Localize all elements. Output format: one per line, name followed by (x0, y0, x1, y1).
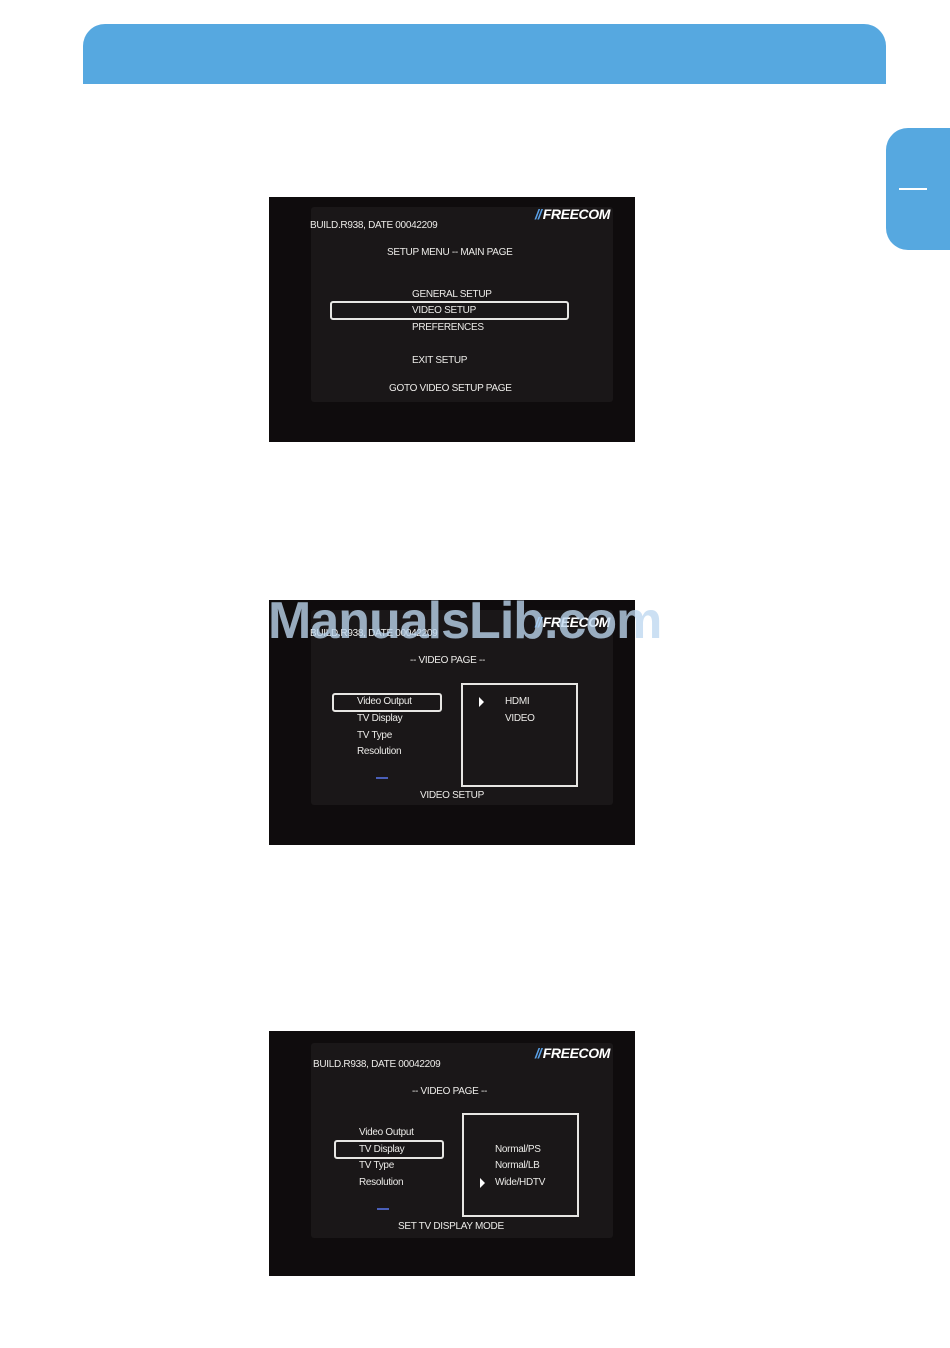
tv-screen-setup-main: BUILD.R938, DATE 00042209 //FREECOM SETU… (269, 197, 635, 442)
menu-item-tv-type[interactable]: TV Type (357, 730, 392, 741)
freecom-logo-icon: //FREECOM (535, 1045, 610, 1061)
chapter-tab-dash (899, 188, 927, 190)
watermark: ManualsLib.com (268, 592, 662, 650)
osd-status: VIDEO SETUP (420, 790, 484, 801)
freecom-logo-icon: //FREECOM (535, 614, 610, 630)
menu-selection-highlight (330, 301, 569, 320)
menu-item-resolution[interactable]: Resolution (359, 1177, 404, 1188)
menu-item-preferences[interactable]: PREFERENCES (412, 322, 484, 333)
menu-item-video-setup[interactable]: VIDEO SETUP (412, 305, 476, 316)
options-panel (462, 1113, 579, 1217)
selection-arrow-icon (479, 697, 484, 707)
osd-status: SET TV DISPLAY MODE (398, 1221, 504, 1232)
option-video[interactable]: VIDEO (505, 713, 535, 724)
build-info: BUILD.R938, DATE 00042209 (310, 628, 438, 639)
options-panel (461, 683, 578, 787)
menu-item-exit-setup[interactable]: EXIT SETUP (412, 355, 468, 366)
freecom-logo-icon: //FREECOM (535, 206, 610, 222)
osd-title: -- VIDEO PAGE -- (412, 1086, 488, 1097)
menu-item-tv-type[interactable]: TV Type (359, 1160, 394, 1171)
osd-title: -- VIDEO PAGE -- (410, 655, 486, 666)
tv-screen-video-output: BUILD.R938, DATE 00042209 //FREECOM -- V… (269, 600, 635, 845)
build-info: BUILD.R938, DATE 00042209 (313, 1059, 441, 1070)
cursor-dash (377, 1208, 389, 1210)
menu-selection-highlight (334, 1140, 444, 1159)
menu-item-tv-display[interactable]: TV Display (359, 1144, 405, 1155)
tv-screen-tv-display: BUILD.R938, DATE 00042209 //FREECOM -- V… (269, 1031, 635, 1276)
osd-title: SETUP MENU -- MAIN PAGE (387, 247, 513, 258)
menu-selection-highlight (332, 693, 442, 712)
menu-item-general-setup[interactable]: GENERAL SETUP (412, 289, 492, 300)
cursor-dash (376, 777, 388, 779)
menu-item-video-output[interactable]: Video Output (357, 696, 412, 707)
osd-panel (311, 207, 613, 402)
option-normal-lb[interactable]: Normal/LB (495, 1160, 540, 1171)
menu-item-video-output[interactable]: Video Output (359, 1127, 414, 1138)
option-normal-ps[interactable]: Normal/PS (495, 1144, 541, 1155)
menu-item-tv-display[interactable]: TV Display (357, 713, 403, 724)
chapter-tab-icon (886, 128, 950, 250)
menu-item-resolution[interactable]: Resolution (357, 746, 402, 757)
build-info: BUILD.R938, DATE 00042209 (310, 220, 438, 231)
selection-arrow-icon (480, 1178, 485, 1188)
option-hdmi[interactable]: HDMI (505, 696, 530, 707)
osd-status: GOTO VIDEO SETUP PAGE (389, 383, 512, 394)
option-wide-hdtv[interactable]: Wide/HDTV (495, 1177, 546, 1188)
page-header-bar (83, 24, 886, 84)
